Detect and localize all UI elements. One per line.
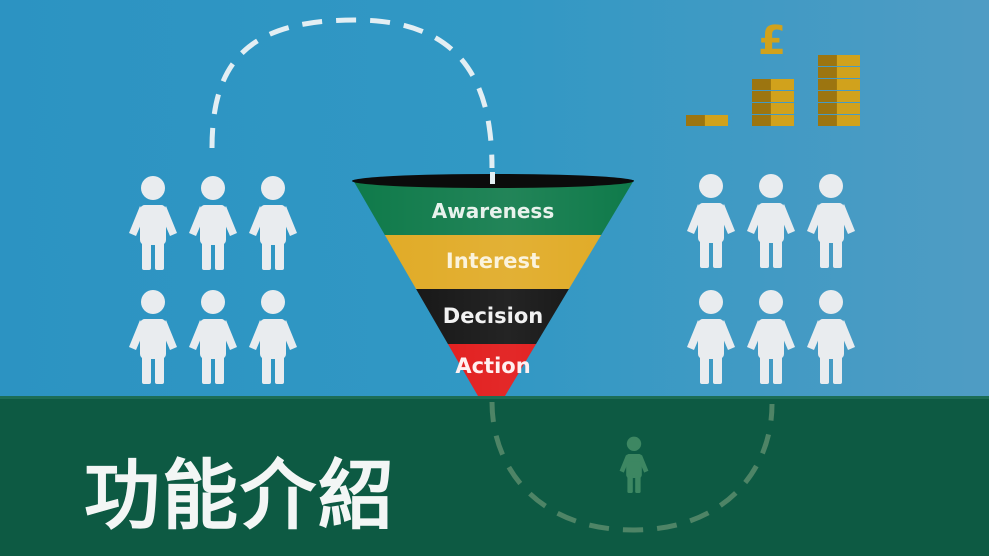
person-icon: [129, 290, 177, 384]
coin-stack: [686, 115, 728, 126]
funnel-stage-label: Interest: [446, 249, 540, 273]
person-icon: [619, 436, 649, 493]
dashed-loop-bottom: [489, 401, 775, 533]
page-title: 功能介紹: [84, 451, 396, 540]
person-icon: [249, 290, 297, 384]
funnel-stage-label: Action: [455, 354, 530, 378]
person-icon: [687, 174, 735, 268]
funnel-rim-notch: [490, 172, 495, 184]
person-icon: [189, 290, 237, 384]
people-group-left: [129, 176, 297, 384]
coin-stack-icon: [686, 55, 860, 126]
coin-stack: [752, 79, 794, 126]
person-icon: [807, 174, 855, 268]
funnel-stage-label: Awareness: [432, 199, 555, 223]
person-icon-footer: [619, 436, 649, 493]
footer-band-edge: [0, 396, 989, 399]
person-icon: [249, 176, 297, 270]
people-group-right: [687, 174, 855, 384]
pound-sign-icon: £: [758, 18, 786, 64]
person-icon: [807, 290, 855, 384]
person-icon: [129, 176, 177, 270]
funnel-stage-label: Decision: [443, 304, 543, 328]
footer-band: [0, 398, 989, 556]
dashed-loop-top: [209, 17, 495, 169]
person-icon: [189, 176, 237, 270]
person-icon: [747, 290, 795, 384]
coin-stack: [818, 55, 860, 126]
person-icon: [747, 174, 795, 268]
person-icon: [687, 290, 735, 384]
